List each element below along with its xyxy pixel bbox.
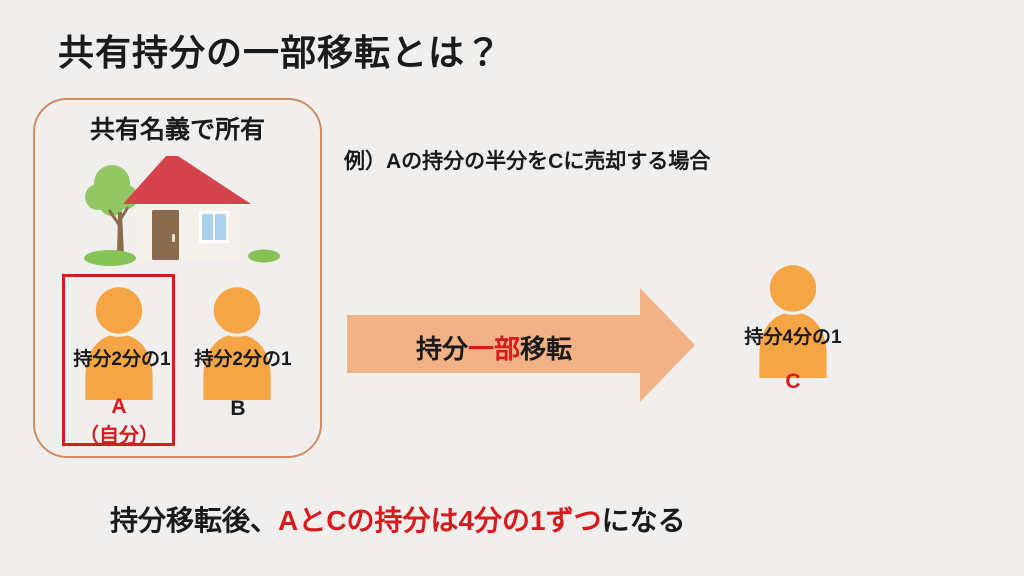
owner-a-name-note: （自分） (79, 425, 159, 447)
co-ownership-box-header: 共有名義で所有 (89, 116, 265, 144)
bush-icon (248, 249, 280, 263)
owner-a-name: A (111, 395, 127, 418)
arrow-label-highlight: 一部 (467, 334, 520, 364)
example-note: 例）Aの持分の半分をCに売却する場合 (344, 150, 711, 173)
bush-icon (84, 250, 136, 266)
tree-icon (85, 165, 138, 256)
conclusion-pre: 持分移転後、 (110, 505, 279, 536)
conclusion-text: 持分移転後、AとCの持分は4分の1ずつになる (110, 505, 686, 537)
owner-a-highlight-rect (62, 274, 175, 446)
person-icon (753, 262, 833, 378)
arrow-label-pre: 持分 (415, 334, 468, 364)
transfer-arrow-label: 持分一部移転 (347, 329, 641, 366)
person-icon (79, 284, 159, 400)
page-title: 共有持分の一部移転とは？ (58, 32, 503, 73)
house-icon (84, 156, 280, 266)
owner-a-share-label: 持分2分の1 (73, 349, 171, 370)
owner-b-name: B (230, 397, 246, 420)
arrow-label-post: 移転 (520, 334, 573, 364)
person-icon (197, 284, 277, 400)
owner-b-share-label: 持分2分の1 (194, 349, 292, 370)
conclusion-post: になる (601, 505, 686, 536)
co-ownership-box (33, 98, 322, 458)
recipient-share-label: 持分4分の1 (744, 327, 842, 348)
recipient-name: C (785, 370, 801, 393)
conclusion-highlight: AとCの持分は4分の1ずつ (278, 505, 602, 536)
transfer-arrow-icon (347, 288, 695, 402)
